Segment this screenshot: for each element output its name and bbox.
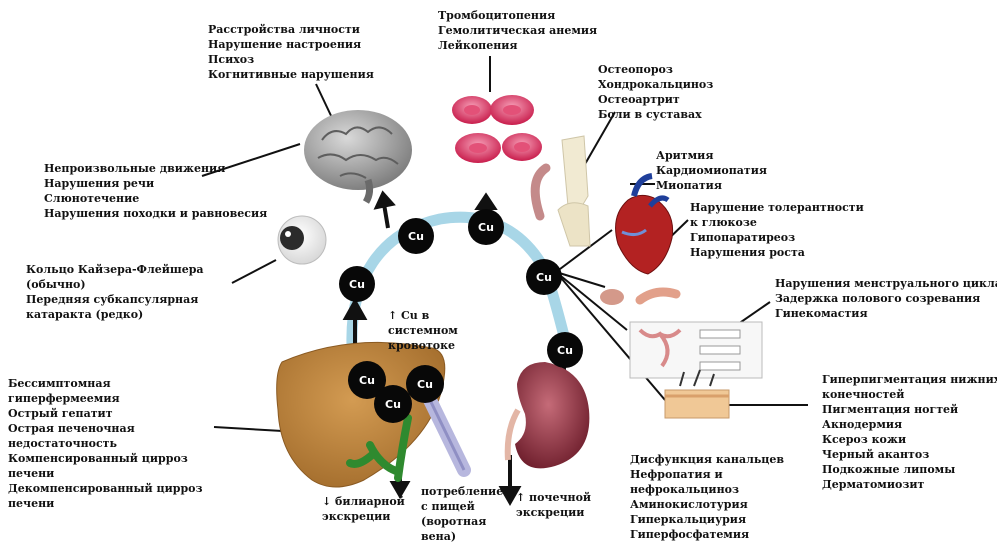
cu-nodes: Cu Cu Cu Cu Cu Cu Cu Cu <box>339 209 583 423</box>
cu-node-organs: Cu <box>526 259 562 295</box>
cu-node-kidney: Cu <box>547 332 583 368</box>
eye-illustration <box>277 215 327 265</box>
cu-node-liver-1: Cu <box>348 361 386 399</box>
svg-text:Cu: Cu <box>349 278 365 291</box>
svg-text:Cu: Cu <box>417 378 433 391</box>
liver-illustration <box>276 341 471 488</box>
knee-joint-illustration <box>530 135 591 247</box>
svg-text:Cu: Cu <box>478 221 494 234</box>
cu-node-brain: Cu <box>398 218 434 254</box>
red-blood-cells-illustration <box>452 95 542 163</box>
cu-node-liver-2: Cu <box>406 365 444 403</box>
svg-text:Cu: Cu <box>536 271 552 284</box>
reproductive-organs-illustration <box>629 321 763 379</box>
cu-node-liver-3: Cu <box>374 385 412 423</box>
heart-illustration <box>615 173 674 275</box>
cu-node-eye: Cu <box>339 266 375 302</box>
skin-illustration <box>664 369 730 419</box>
brain-illustration <box>304 110 412 204</box>
svg-text:Cu: Cu <box>408 230 424 243</box>
kidney-illustration <box>504 362 590 469</box>
svg-text:Cu: Cu <box>385 398 401 411</box>
svg-text:Cu: Cu <box>359 374 375 387</box>
eye-symptoms-label: Кольцо Кайзера-Флейшера(обычно)Передняя … <box>26 263 204 321</box>
svg-text:Cu: Cu <box>557 344 573 357</box>
glands-illustration <box>600 287 681 305</box>
cu-node-blood: Cu <box>468 209 504 245</box>
